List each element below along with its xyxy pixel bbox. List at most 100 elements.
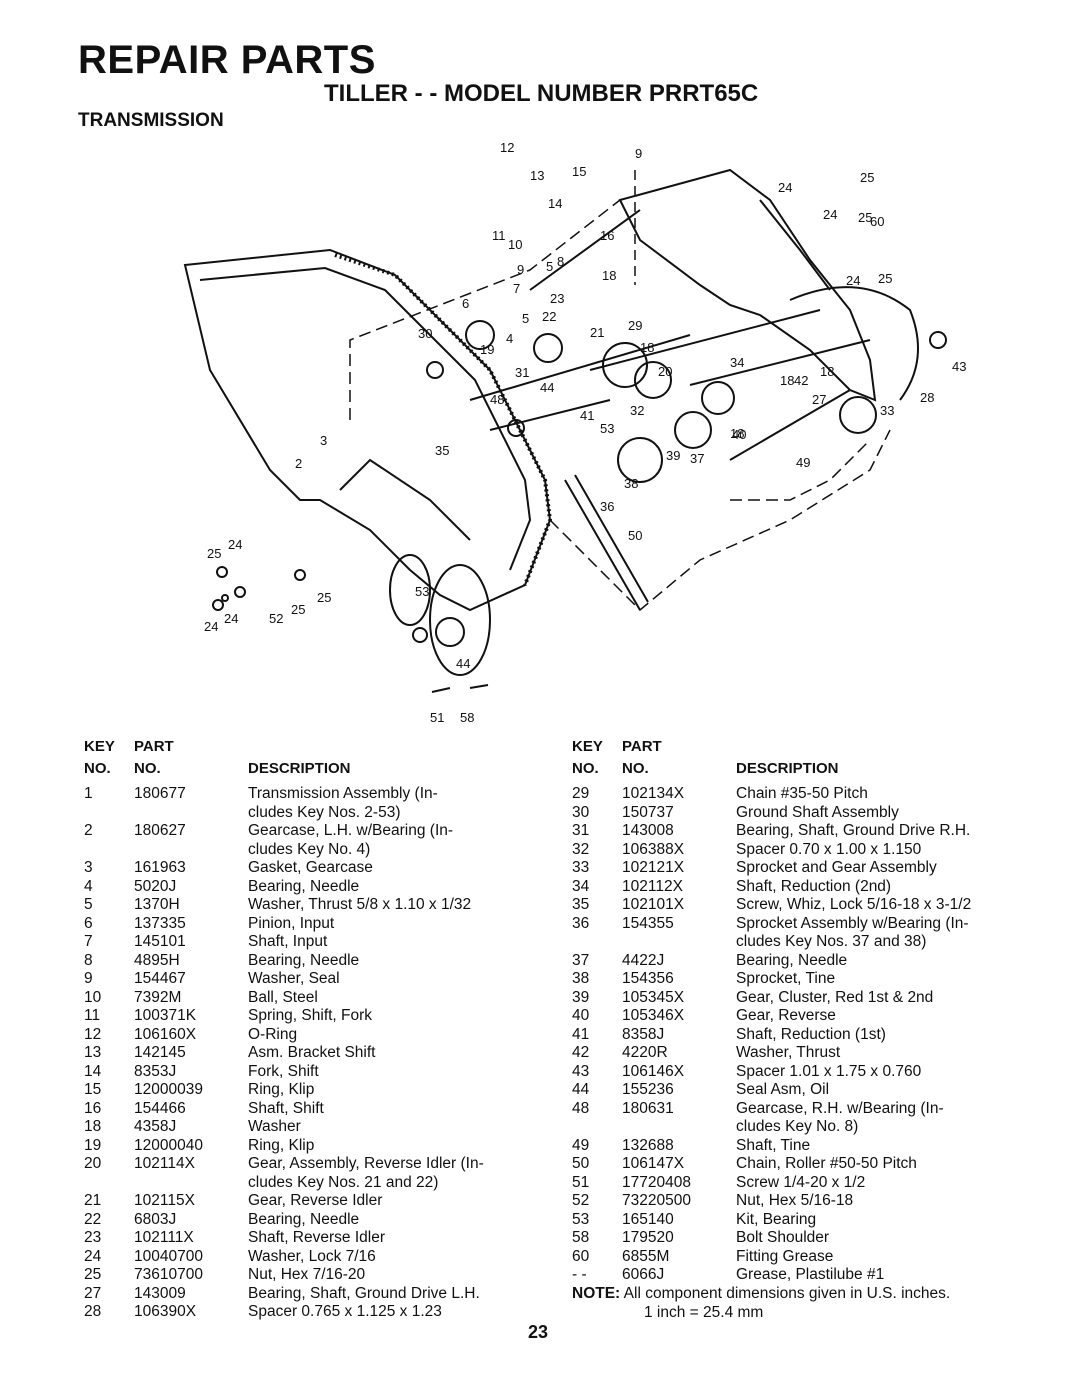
part-description: Asm. Bracket Shift xyxy=(248,1044,376,1061)
part-description: cludes Key Nos. 37 and 38) xyxy=(736,933,927,950)
callout-label: 18 xyxy=(602,268,616,283)
callout-label: 23 xyxy=(550,291,564,306)
part-no: 102114X xyxy=(134,1155,195,1172)
callout-label: 3 xyxy=(320,433,327,448)
callout-label: 12 xyxy=(500,140,514,155)
key-no: 6 xyxy=(84,914,93,932)
callout-label: 31 xyxy=(515,365,529,380)
part-no: 4895H xyxy=(134,951,180,969)
callout-label: 32 xyxy=(630,403,644,418)
key-no: 39 xyxy=(572,988,590,1006)
part-description: Grease, Plastilube #1 xyxy=(736,1266,885,1283)
part-no: 102134X xyxy=(622,785,685,802)
part-no: 106146X xyxy=(622,1062,685,1080)
model-heading: TILLER - - MODEL NUMBER PRRT65C xyxy=(324,80,759,107)
key-no: 18 xyxy=(84,1118,102,1135)
part-description: Spacer 0.765 x 1.125 x 1.23 xyxy=(248,1303,442,1320)
part-description: Spring, Shift, Fork xyxy=(248,1007,373,1024)
callout-label: 51 xyxy=(430,710,444,725)
key-no: 9 xyxy=(84,970,93,987)
callout-label: 5 xyxy=(546,259,553,274)
part-description: cludes Key Nos. 2-53) xyxy=(248,803,401,821)
part-no: 100371K xyxy=(134,1007,197,1024)
key-no: 10 xyxy=(84,988,102,1006)
part-description: Ring, Klip xyxy=(248,1081,315,1098)
callout-label: 60 xyxy=(870,214,884,229)
callout-label: 37 xyxy=(690,451,704,466)
part-no: 102115X xyxy=(134,1192,195,1209)
callout-label: 44 xyxy=(456,656,470,671)
key-no: 3 xyxy=(84,859,93,876)
part-no-header: NO. xyxy=(622,760,649,777)
key-no: 31 xyxy=(572,822,590,839)
part-no: 4358J xyxy=(134,1118,177,1135)
key-no: 14 xyxy=(84,1062,102,1080)
part-no: 106147X xyxy=(622,1155,685,1172)
key-no: - - xyxy=(572,1266,587,1283)
part-description: Washer, Seal xyxy=(248,970,340,987)
key-header: KEY xyxy=(572,738,603,755)
callout-label: 25 xyxy=(858,210,872,225)
part-no: 10040700 xyxy=(134,1247,203,1265)
part-no: 143008 xyxy=(622,822,674,839)
callout-label: 24 xyxy=(204,619,218,634)
callout-label: 25 xyxy=(207,546,221,561)
key-no: 53 xyxy=(572,1210,590,1228)
part-description: Seal Asm, Oil xyxy=(736,1081,830,1098)
callout-label: 24 xyxy=(224,611,238,626)
part-description: Bolt Shoulder xyxy=(736,1229,830,1246)
key-no: 7 xyxy=(84,933,93,950)
part-description: cludes Key No. 8) xyxy=(736,1118,859,1135)
part-description: Pinion, Input xyxy=(248,914,335,932)
key-no: 52 xyxy=(572,1192,590,1209)
callout-label: 20 xyxy=(658,364,672,379)
key-no: 22 xyxy=(84,1210,102,1228)
key-no-header: NO. xyxy=(572,760,599,777)
key-no: 5 xyxy=(84,896,93,913)
part-no: 106160X xyxy=(134,1025,197,1043)
callout-label: 25 xyxy=(291,602,305,617)
callout-label: 48 xyxy=(490,392,504,407)
part-no: 180627 xyxy=(134,822,186,839)
callout-label: 25 xyxy=(860,170,874,185)
key-no: 36 xyxy=(572,914,590,932)
part-no: 154355 xyxy=(622,914,674,932)
callout-label: 25 xyxy=(317,590,331,605)
callout-label: 18 xyxy=(820,364,834,379)
part-description: Sprocket Assembly w/Bearing (In- xyxy=(736,914,969,932)
part-description: Fork, Shift xyxy=(248,1062,319,1080)
callout-label: 53 xyxy=(415,584,429,599)
part-no: 12000039 xyxy=(134,1081,203,1098)
page-number: 23 xyxy=(528,1322,549,1342)
callout-label: 2 xyxy=(295,456,302,471)
part-description: Shaft, Input xyxy=(248,933,328,950)
part-no: 145101 xyxy=(134,933,186,950)
part-no: 102111X xyxy=(134,1229,194,1246)
part-description: Shaft, Reduction (1st) xyxy=(736,1025,886,1043)
callout-label: 6 xyxy=(462,296,469,311)
part-description: Washer, Thrust xyxy=(736,1044,841,1061)
key-no: 33 xyxy=(572,859,590,876)
part-description: Ball, Steel xyxy=(248,988,318,1006)
part-description: cludes Key Nos. 21 and 22) xyxy=(248,1173,439,1191)
part-description: Sprocket and Gear Assembly xyxy=(736,859,937,876)
part-description: Ground Shaft Assembly xyxy=(736,803,899,821)
part-no: 1370H xyxy=(134,896,180,913)
callout-label: 53 xyxy=(600,421,614,436)
callout-label: 21 xyxy=(590,325,604,340)
callout-label: 19 xyxy=(480,342,494,357)
part-no: 106388X xyxy=(622,840,685,858)
callout-label: 14 xyxy=(548,196,562,211)
part-no: 102101X xyxy=(622,896,685,913)
part-description: Fitting Grease xyxy=(736,1247,834,1265)
key-no: 16 xyxy=(84,1099,102,1117)
part-no: 4422J xyxy=(622,951,665,969)
key-no: 15 xyxy=(84,1081,102,1098)
part-description: Chain #35-50 Pitch xyxy=(736,785,868,802)
callout-label: 22 xyxy=(542,309,556,324)
part-description: Shaft, Tine xyxy=(736,1136,811,1154)
callout-label: 11 xyxy=(492,228,506,243)
note-conversion: 1 inch = 25.4 mm xyxy=(644,1303,764,1321)
key-no: 50 xyxy=(572,1155,590,1172)
